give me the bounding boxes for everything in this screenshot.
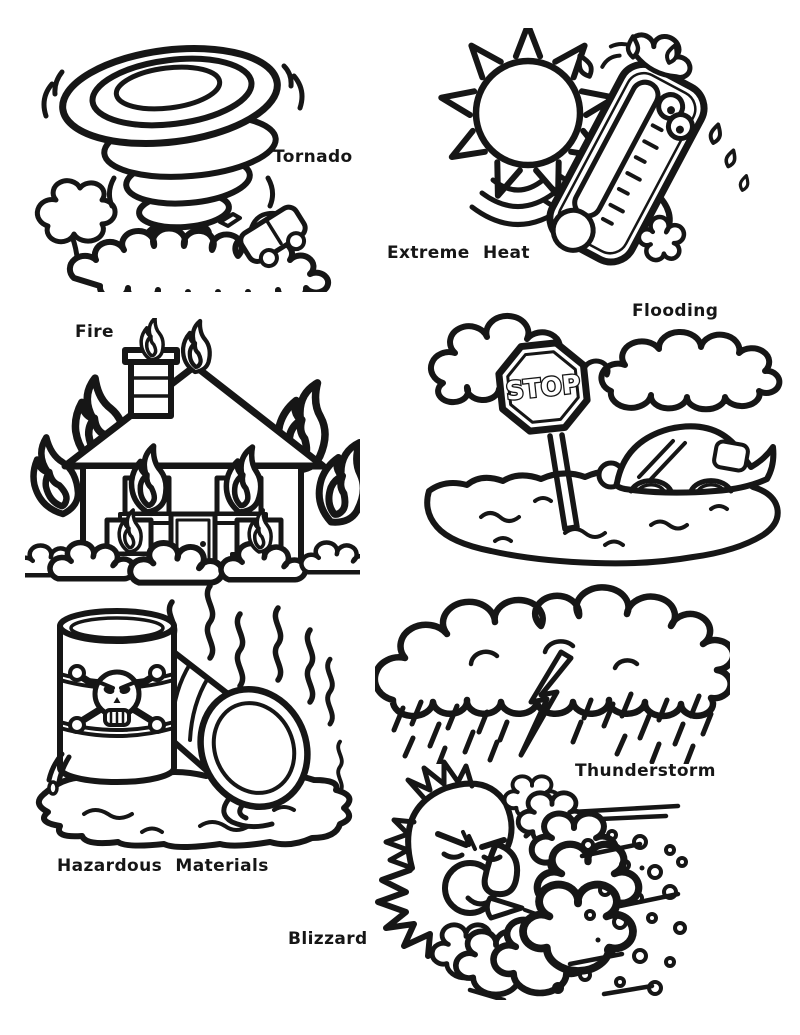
tornado-funnel-icon xyxy=(59,44,281,285)
tornado-scene xyxy=(22,30,342,292)
label-blizzard: Blizzard xyxy=(288,929,368,949)
extreme-heat-scene xyxy=(408,28,780,290)
thunderstorm-illustration xyxy=(375,584,730,764)
label-flooding: Flooding xyxy=(632,301,719,321)
eye-icon xyxy=(441,851,503,862)
wind-lines-icon xyxy=(467,841,681,1000)
nose-icon xyxy=(481,841,520,898)
chimney-icon xyxy=(128,355,174,419)
puddle-lines-icon xyxy=(82,805,296,834)
barrel-icon xyxy=(46,608,177,796)
flooding-scene: STOP xyxy=(415,295,795,580)
label-fire: Fire xyxy=(75,322,114,342)
blowing-mouth-icon xyxy=(484,895,525,921)
snowflake-icon xyxy=(552,829,688,996)
car-icon xyxy=(238,204,308,269)
flooding-illustration: STOP xyxy=(424,312,783,567)
hair-tufts-icon xyxy=(405,759,475,801)
rain-icon xyxy=(601,691,714,764)
skull-crossbones-icon xyxy=(68,664,166,734)
brow-icon xyxy=(435,831,507,850)
cloud-detail-lines xyxy=(468,639,640,671)
tornado-illustration xyxy=(34,44,332,292)
spill-icon xyxy=(221,797,275,830)
blizzard-illustration xyxy=(375,759,688,1000)
stop-sign-icon: STOP xyxy=(495,339,591,435)
label-thunderstorm: Thunderstorm xyxy=(575,761,716,781)
fire-scene xyxy=(25,318,360,590)
flooded-car-icon xyxy=(596,423,777,496)
cloud-icon xyxy=(428,312,783,413)
hazardous-materials-scene xyxy=(22,582,367,854)
storm-cloud-icon xyxy=(375,584,730,720)
label-tornado: Tornado xyxy=(273,147,353,167)
tree-icon xyxy=(34,178,118,271)
hazardous-materials-illustration xyxy=(35,582,353,850)
fire-illustration xyxy=(25,318,360,590)
rain-icon xyxy=(391,699,500,764)
glove-icon xyxy=(636,214,687,263)
extreme-heat-illustration xyxy=(438,28,752,266)
bush-icon xyxy=(25,542,360,582)
wave-lines-icon xyxy=(479,496,729,547)
lightning-bolt-icon xyxy=(518,649,574,758)
burning-house-icon xyxy=(61,347,327,576)
wind-arcs-icon xyxy=(41,63,305,209)
label-extreme-heat: Extreme Heat xyxy=(387,243,530,263)
blizzard-scene xyxy=(320,750,690,1000)
rain-icon xyxy=(497,697,594,745)
leak-icon xyxy=(46,751,72,785)
label-hazardous-materials: Hazardous Materials xyxy=(57,856,269,876)
thunderstorm-scene xyxy=(375,552,730,764)
thermometer-icon xyxy=(546,32,708,266)
